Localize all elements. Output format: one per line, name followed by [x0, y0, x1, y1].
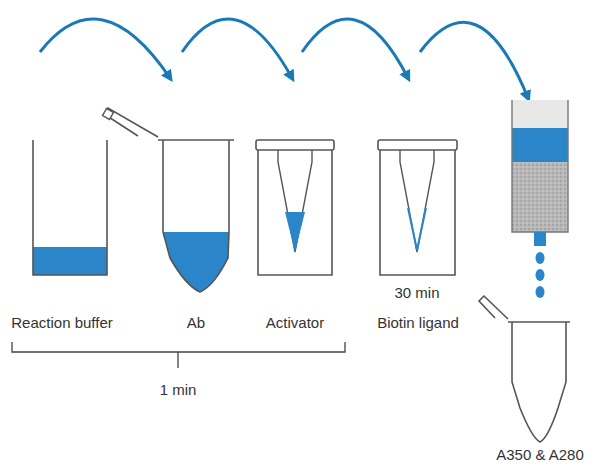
time-label: 1 min [160, 382, 197, 399]
ab-tube [103, 108, 234, 292]
activator-vial [256, 140, 334, 275]
step-label: Reaction buffer [11, 315, 112, 332]
step-label: Ab [187, 315, 205, 332]
ligand-vial [378, 140, 457, 275]
buffer-tube [33, 140, 107, 275]
step-label: Biotin ligand [377, 315, 459, 332]
step-arrows [40, 19, 528, 98]
readout-label: A350 & A280 [496, 447, 584, 464]
desalting-column [512, 100, 568, 298]
time-label: 30 min [394, 285, 439, 302]
step-label: Activator [266, 315, 324, 332]
collection-tube [479, 296, 570, 442]
time-bracket [12, 342, 345, 368]
